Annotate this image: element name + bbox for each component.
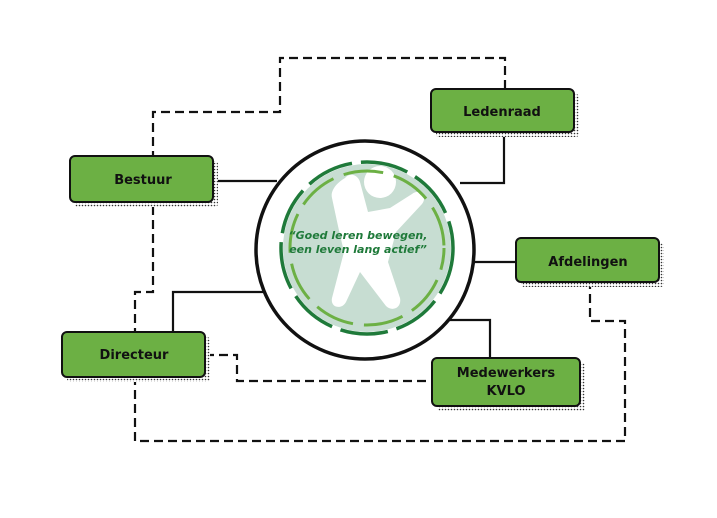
node-ledenraad[interactable]: Ledenraad	[430, 88, 579, 137]
logo-ring-inner	[288, 169, 446, 327]
dashed-connectors	[133, 56, 627, 443]
node-bestuur[interactable]: Bestuur	[69, 155, 218, 207]
motto-line-2: een leven lang actief”	[289, 243, 427, 256]
node-medewerkers-kvlo[interactable]: Medewerkers KVLO	[431, 357, 585, 411]
connector-bestuur-directeur	[133, 206, 155, 334]
node-afdelingen[interactable]: Afdelingen	[515, 237, 664, 287]
connector-bestuur-ledenraad	[151, 56, 507, 160]
connector-medewerkers-center	[433, 318, 492, 358]
node-medewerkers-label-line-2: KVLO	[486, 384, 525, 399]
motto-line-1: “Goed leren bewegen,	[289, 229, 428, 242]
node-medewerkers-label-line-1: Medewerkers	[457, 366, 556, 381]
node-directeur-label: Directeur	[100, 348, 169, 363]
node-directeur[interactable]: Directeur	[61, 331, 210, 382]
connector-directeur-center	[171, 290, 285, 332]
jumping-figure-icon	[331, 166, 425, 309]
node-ledenraad-label: Ledenraad	[463, 105, 541, 120]
connector-directeur-afdelingen	[133, 286, 627, 443]
central-logo: “Goed leren bewegen, een leven lang acti…	[254, 139, 476, 361]
node-afdelingen-label: Afdelingen	[548, 255, 627, 270]
logo-ring-outer	[279, 160, 455, 336]
node-bestuur-label: Bestuur	[114, 173, 172, 188]
solid-connectors	[171, 134, 515, 358]
connector-ledenraad-center	[460, 134, 506, 185]
connector-directeur-medewerkers	[205, 353, 433, 383]
